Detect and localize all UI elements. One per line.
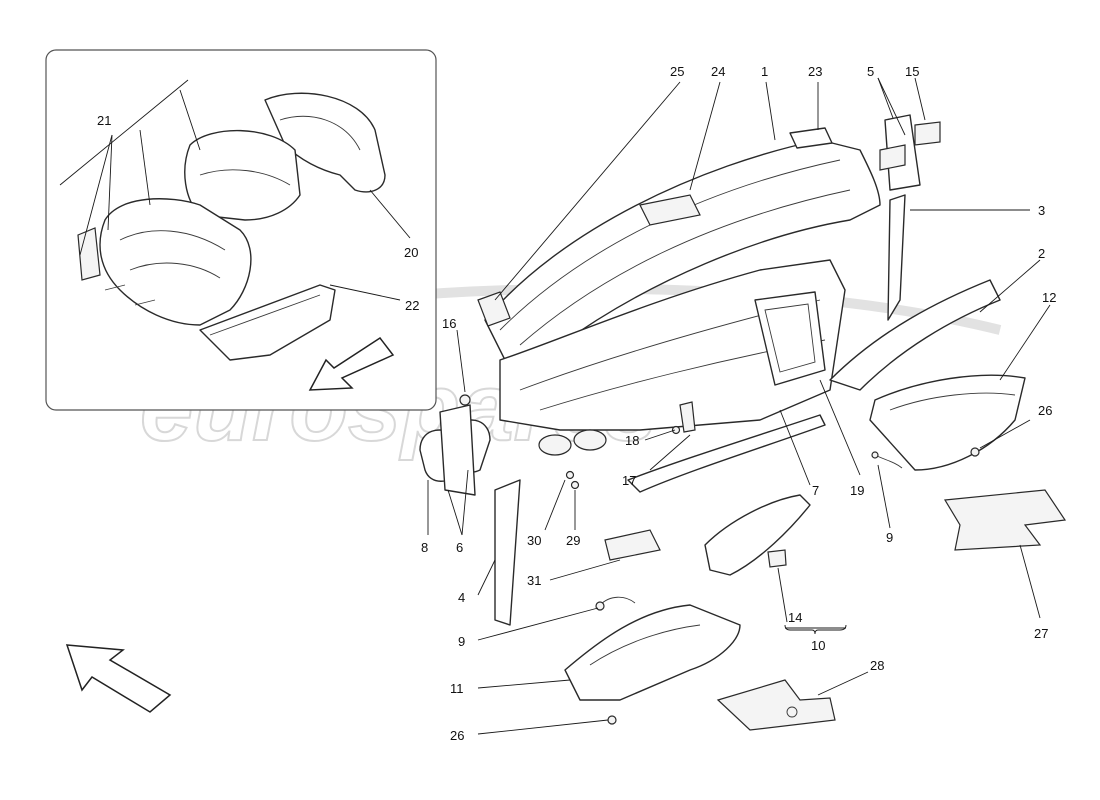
callout-9-lower: 9: [458, 634, 465, 649]
callout-24: 24: [711, 64, 725, 79]
leader-21d: [179, 89, 201, 151]
leader-21b: [107, 134, 113, 231]
callout-7: 7: [812, 483, 819, 498]
callout-16: 16: [442, 316, 456, 331]
callout-29: 29: [566, 533, 580, 548]
callout-21: 21: [97, 113, 111, 128]
inset-panel: [45, 49, 437, 411]
leader-21-bar: [59, 79, 189, 186]
callout-17: 17: [622, 473, 636, 488]
callout-11: 11: [450, 681, 464, 696]
callout-30: 30: [527, 533, 541, 548]
bracket-10: [784, 624, 847, 635]
callout-5: 5: [867, 64, 874, 79]
leader-21a: [79, 134, 113, 256]
callout-25: 25: [670, 64, 684, 79]
callout-3: 3: [1038, 203, 1045, 218]
callout-10: 10: [811, 638, 825, 653]
callout-1: 1: [761, 64, 768, 79]
leader-lines: [427, 77, 1051, 735]
direction-arrow-icon: [65, 644, 172, 713]
callout-4: 4: [458, 590, 465, 605]
inset-direction-arrow-icon: [308, 336, 395, 391]
callout-23: 23: [808, 64, 822, 79]
callout-26-lower: 26: [450, 728, 464, 743]
leader-20: [369, 189, 411, 239]
callout-labels: 21 20 22 25 24 1 23 5 15 3 2 12 16 26 18…: [97, 64, 1056, 743]
callout-15: 15: [905, 64, 919, 79]
callout-19: 19: [850, 483, 864, 498]
callout-14: 14: [788, 610, 802, 625]
callout-12: 12: [1042, 290, 1056, 305]
callout-8: 8: [421, 540, 428, 555]
callout-27: 27: [1034, 626, 1048, 641]
callout-6: 6: [456, 540, 463, 555]
leader-22: [329, 284, 401, 301]
leader-21c: [139, 129, 151, 206]
callout-18: 18: [625, 433, 639, 448]
callout-20: 20: [404, 245, 418, 260]
callout-26-upper: 26: [1038, 403, 1052, 418]
callout-28: 28: [870, 658, 884, 673]
inset-instrument-housing: [77, 92, 386, 361]
callout-31: 31: [527, 573, 541, 588]
dashboard-assembly: [419, 114, 1067, 731]
callout-9-right: 9: [886, 530, 893, 545]
callout-22: 22: [405, 298, 419, 313]
callout-2: 2: [1038, 246, 1045, 261]
